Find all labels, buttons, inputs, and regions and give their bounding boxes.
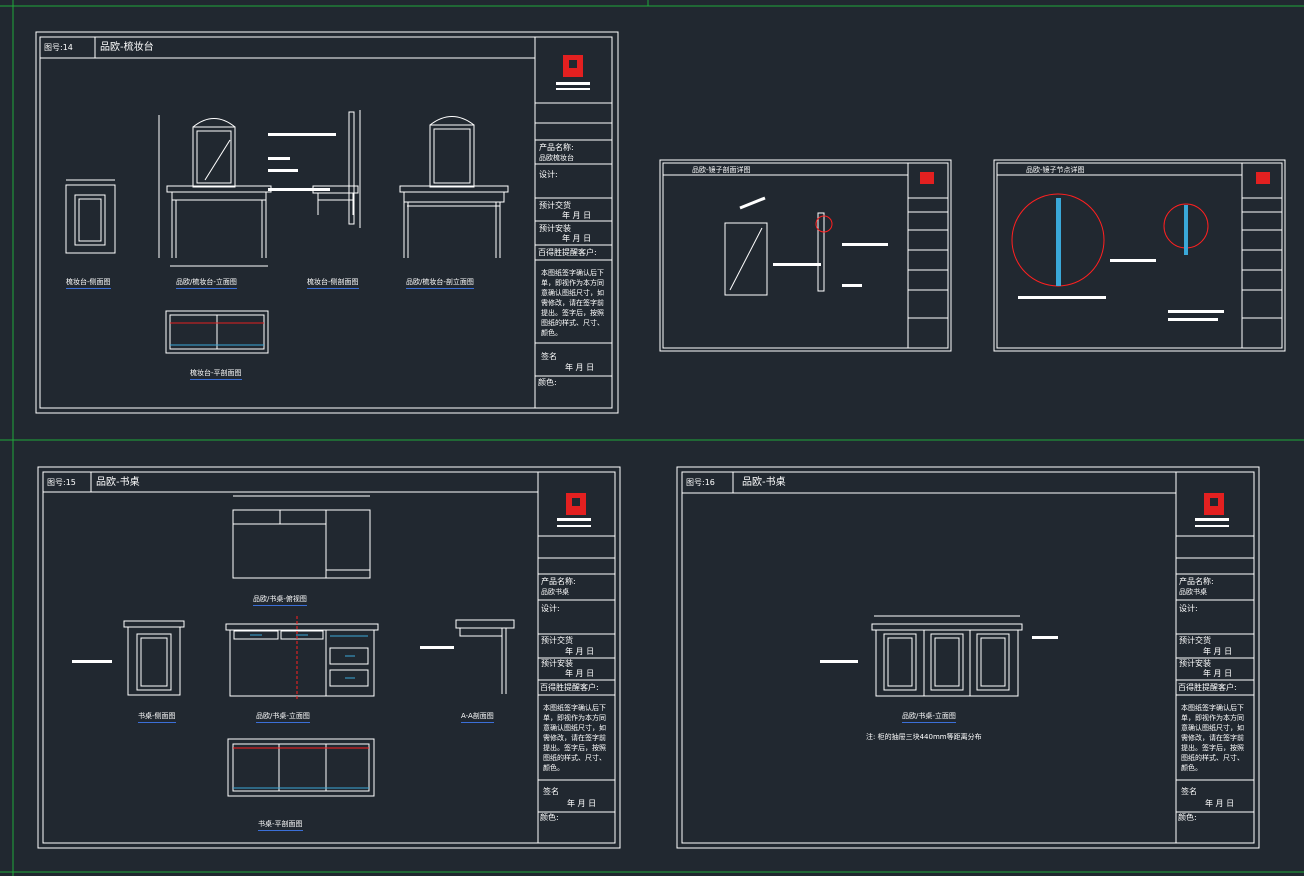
sheet14-drawing-no: 图号:14 [44,43,73,52]
sheet15-caption-plan: 书桌-平剖面图 [258,819,303,831]
sheet14-install-label: 预计安装 [539,224,571,233]
detail-sheet-left[interactable] [659,159,952,352]
sheet16-note: 注: 柜的抽屉三块440mm等距离分布 [866,733,982,741]
sheet-15[interactable] [37,466,621,849]
sheet14-caption-section-elevation: 品欧/梳妆台-剖立面图 [406,277,474,289]
sheet15-drawing-no: 图号:15 [47,478,76,487]
sheet14-title: 品欧-梳妆台 [100,42,154,53]
sheet16-caption-elevation: 品欧/书桌-立面图 [902,711,956,723]
sheet15-install-date: 年 月 日 [565,669,595,678]
sheet15-product-name: 品欧书桌 [541,588,569,596]
sheet14-delivery-date: 年 月 日 [562,211,592,220]
sheet15-signature-date: 年 月 日 [567,799,597,808]
sheet-14[interactable] [35,31,619,414]
sheet14-caption-elevation: 品欧/梳妆台-立面图 [176,277,237,289]
sheet16-signature-label: 签名 [1181,787,1197,796]
detail-left-title: 品欧-镜子剖面详图 [692,166,751,174]
sheet14-caption-side: 梳妆台-侧面图 [66,277,111,289]
sheet16-product-label: 产品名称: [1179,577,1214,586]
sheet15-notes: 本图纸签字确认后下单，即视作为本方同意确认图纸尺寸，如需修改，请在签字前提出。签… [543,704,606,772]
sheet14-customer-label: 百得胜提醒客户: [538,248,597,257]
sheet15-delivery-label: 预计交货 [541,636,573,645]
sheet14-design-label: 设计: [539,170,558,179]
sheet15-install-label: 预计安装 [541,659,573,668]
sheet15-design-label: 设计: [541,604,560,613]
sheet14-install-date: 年 月 日 [562,234,592,243]
sheet15-caption-section: A-A剖面图 [461,711,494,723]
sheet-16[interactable] [676,466,1260,849]
sheet15-color-label: 颜色: [540,813,559,822]
sheet15-customer-label: 百得胜提醒客户: [540,683,599,692]
sheet14-signature-date: 年 月 日 [565,363,595,372]
sheet15-caption-top: 品欧/书桌-俯视图 [253,594,307,606]
sheet16-product-name: 品欧书桌 [1179,588,1207,596]
detail-right-title: 品欧-镜子节点详图 [1026,166,1085,174]
sheet16-color-label: 颜色: [1178,813,1197,822]
sheet16-delivery-label: 预计交货 [1179,636,1211,645]
sheet15-caption-elevation: 品欧/书桌-立面图 [256,711,310,723]
sheet14-caption-side-section: 梳妆台-侧剖面图 [307,277,359,289]
sheet14-delivery-label: 预计交货 [539,201,571,210]
sheet14-notes: 本图纸签字确认后下单，即视作为本方同意确认图纸尺寸，如需修改，请在签字前提出。签… [541,269,604,337]
sheet16-install-date: 年 月 日 [1203,669,1233,678]
sheet16-drawing-no: 图号:16 [686,478,715,487]
sheet16-design-label: 设计: [1179,604,1198,613]
sheet16-notes: 本图纸签字确认后下单，即视作为本方同意确认图纸尺寸，如需修改，请在签字前提出。签… [1181,704,1244,772]
sheet16-install-label: 预计安装 [1179,659,1211,668]
sheet14-product-name: 品欧梳妆台 [539,154,574,162]
sheet14-signature-label: 签名 [541,352,557,361]
sheet16-customer-label: 百得胜提醒客户: [1178,683,1237,692]
sheet15-title: 品欧-书桌 [96,477,140,488]
sheet15-delivery-date: 年 月 日 [565,647,595,656]
sheet14-caption-plan: 梳妆台-平剖面图 [190,368,242,380]
sheet15-product-label: 产品名称: [541,577,576,586]
sheet16-title: 品欧-书桌 [742,477,786,488]
sheet16-signature-date: 年 月 日 [1205,799,1235,808]
detail-sheet-right[interactable] [993,159,1286,352]
sheet14-color-label: 颜色: [538,378,557,387]
sheet15-signature-label: 签名 [543,787,559,796]
sheet14-product-label: 产品名称: [539,143,574,152]
sheet16-delivery-date: 年 月 日 [1203,647,1233,656]
sheet15-caption-side: 书桌-侧面图 [138,711,176,723]
